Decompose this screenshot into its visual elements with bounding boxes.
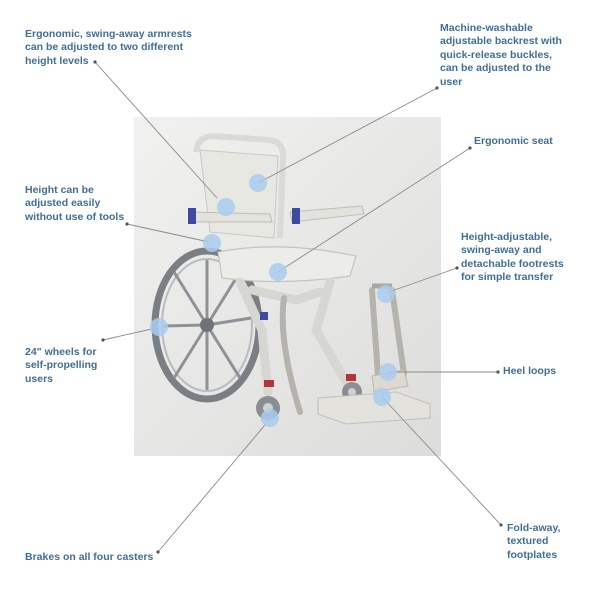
armrest-right	[289, 205, 365, 223]
hotspot-heel-loops[interactable]	[379, 363, 397, 381]
callout-seat: Ergonomic seat	[474, 135, 553, 147]
callout-brakes: Brakes on all four casters	[25, 551, 154, 563]
footplate	[317, 391, 431, 425]
hotspot-armrests[interactable]	[217, 198, 235, 216]
leader-endpoints	[93, 60, 503, 554]
callout-footplates: Fold-away, textured footplates	[507, 522, 561, 561]
callout-heel-loops: Heel loops	[503, 365, 557, 377]
hotspot-brakes[interactable]	[261, 409, 279, 427]
backrest	[199, 149, 279, 239]
callout-wheels: 24" wheels for self-propelling users	[25, 346, 98, 385]
callout-armrests: Ergonomic, swing-away armrests can be ad…	[25, 28, 192, 67]
hotspot-wheels[interactable]	[150, 318, 168, 336]
wheelchair-illustration	[151, 132, 431, 425]
callout-footrests: Height-adjustable, swing-away and detach…	[461, 231, 564, 284]
hotspot-footplates[interactable]	[373, 388, 391, 406]
hotspot-height[interactable]	[203, 234, 221, 252]
hotspot-backrest[interactable]	[249, 174, 267, 192]
callout-backrest: Machine-washable adjustable backrest wit…	[440, 22, 562, 88]
hotspot-footrests[interactable]	[377, 285, 395, 303]
hotspot-seat[interactable]	[269, 263, 287, 281]
leader-lines	[94, 61, 502, 553]
hotspots	[150, 174, 397, 427]
seat	[217, 246, 357, 283]
callout-height: Height can be adjusted easily without us…	[25, 184, 125, 223]
